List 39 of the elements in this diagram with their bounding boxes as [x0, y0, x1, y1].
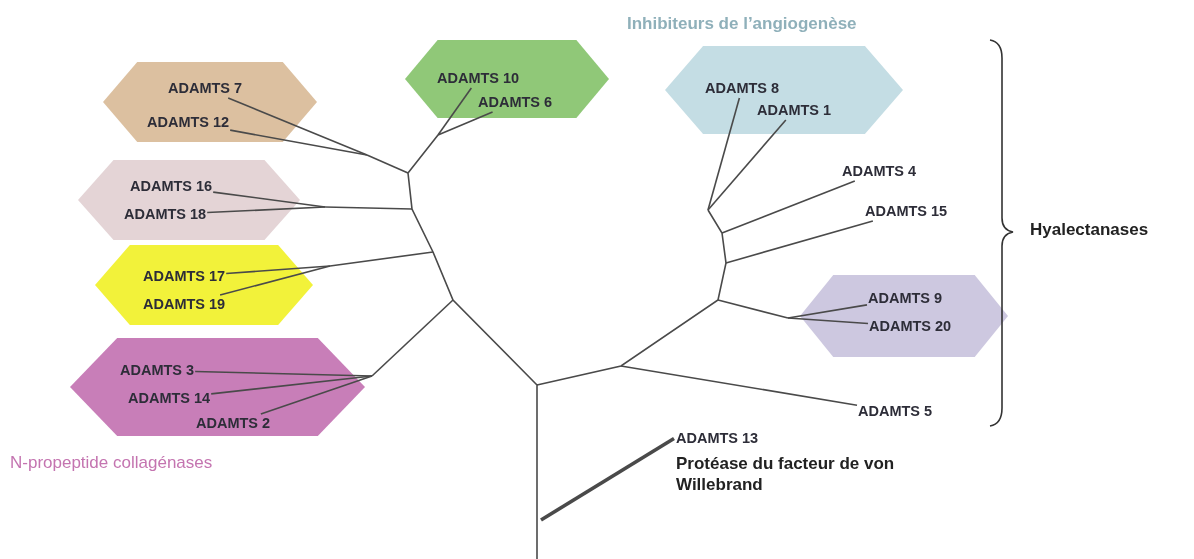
tree-branch — [437, 111, 494, 136]
leaf-label: ADAMTS 15 — [865, 203, 948, 220]
tree-branch — [225, 265, 331, 275]
tree-branch — [725, 220, 874, 264]
tree-branch — [229, 129, 368, 156]
tree-branch — [707, 97, 741, 211]
tree-branch — [219, 265, 331, 296]
leaf-label: ADAMTS 2 — [196, 415, 271, 432]
group-label: Inhibiteurs de l’angiogenèse — [627, 14, 857, 34]
tree-branch — [206, 206, 326, 214]
tree-branch — [260, 375, 373, 415]
tree-branch — [620, 365, 858, 406]
tree-branch — [210, 375, 373, 395]
leaf-label: ADAMTS 1 — [757, 102, 832, 119]
leaf-label: ADAMTS 7 — [168, 80, 243, 97]
tree-branch — [540, 436, 675, 522]
tree-branch — [227, 97, 368, 156]
leaf-label: ADAMTS 10 — [437, 70, 520, 87]
leaf-label: ADAMTS 18 — [124, 206, 207, 223]
leaf-label: ADAMTS 14 — [128, 390, 211, 407]
leaf-label: ADAMTS 9 — [868, 290, 943, 307]
leaf-label: ADAMTS 6 — [478, 94, 553, 111]
leaf-label: ADAMTS 16 — [130, 178, 213, 195]
tree-branch — [707, 119, 787, 211]
leaf-label: ADAMTS 17 — [143, 268, 226, 285]
leaf-label: ADAMTS 12 — [147, 114, 230, 131]
leaf-label: ADAMTS 3 — [120, 362, 195, 379]
leaf-label: ADAMTS 20 — [869, 318, 952, 335]
group-label: Hyalectanases — [1030, 220, 1149, 240]
leaf-label: ADAMTS 4 — [842, 163, 917, 180]
leaf-label: ADAMTS 13 — [676, 430, 760, 447]
group-label: N-propeptide collagénases — [10, 453, 213, 473]
leaf-label: ADAMTS 8 — [705, 80, 780, 97]
leaf-label: ADAMTS 5 — [858, 403, 933, 420]
tree-branch — [787, 317, 869, 325]
tree-branch — [721, 180, 856, 234]
description-text: Protéase du facteur de von Willebrand — [676, 453, 896, 495]
leaf-label: ADAMTS 19 — [143, 296, 226, 313]
tree-branch — [437, 87, 473, 136]
